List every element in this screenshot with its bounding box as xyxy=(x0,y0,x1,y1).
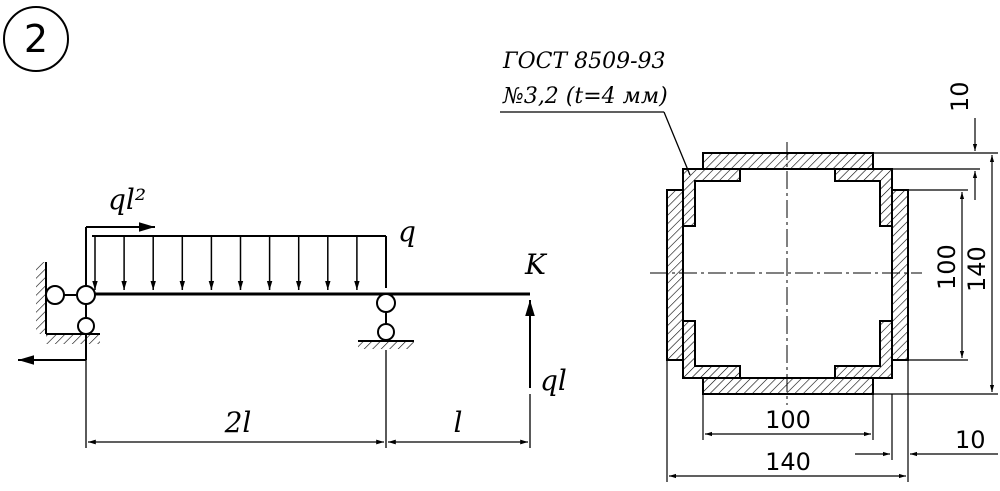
beam-scheme: ql² q K ql 2l xyxy=(18,183,567,448)
moment-label: ql² xyxy=(108,183,146,216)
dim-inner-height: 100 xyxy=(933,244,961,290)
angle-bottom-right xyxy=(834,320,893,379)
dim-inner-width: 100 xyxy=(765,406,811,434)
fixed-wall-support xyxy=(36,262,100,344)
force-label: ql xyxy=(540,364,567,397)
dim-outer-height: 140 xyxy=(963,246,991,292)
span-dimensions: 2l l xyxy=(85,350,531,448)
span-right-label: l xyxy=(454,406,463,439)
left-plate xyxy=(666,189,684,361)
callout-leader xyxy=(663,111,691,176)
dim-top-flange: 10 xyxy=(946,81,974,112)
distributed-load-label: q xyxy=(398,215,416,248)
point-k-label: K xyxy=(524,248,548,281)
angle-bottom-left xyxy=(682,320,741,379)
angle-top-left xyxy=(682,168,741,227)
top-plate xyxy=(702,152,874,170)
cross-section: ГОСТ 8509-93 №3,2 (t=4 мм) xyxy=(500,49,998,482)
right-plate xyxy=(891,189,909,361)
span-left-label: 2l xyxy=(224,406,252,439)
left-hinge xyxy=(76,285,96,305)
bottom-plate xyxy=(702,377,874,395)
point-force: ql xyxy=(525,300,567,397)
middle-roller-support xyxy=(358,293,414,349)
problem-number-badge: 2 xyxy=(3,6,69,72)
vertical-dimensions: 10 100 140 xyxy=(873,81,998,395)
standard-line2: №3,2 (t=4 мм) xyxy=(502,84,668,109)
dim-outer-width: 140 xyxy=(765,448,811,476)
left-horizontal-reaction xyxy=(18,334,87,365)
horizontal-dimensions: 100 140 10 xyxy=(666,360,998,482)
moment-load: ql² xyxy=(85,183,155,286)
problem-number: 2 xyxy=(24,17,48,61)
standard-line1: ГОСТ 8509-93 xyxy=(502,49,666,74)
angle-top-right xyxy=(834,168,893,227)
distributed-load: q xyxy=(92,215,416,290)
dim-side-flange: 10 xyxy=(955,426,986,454)
